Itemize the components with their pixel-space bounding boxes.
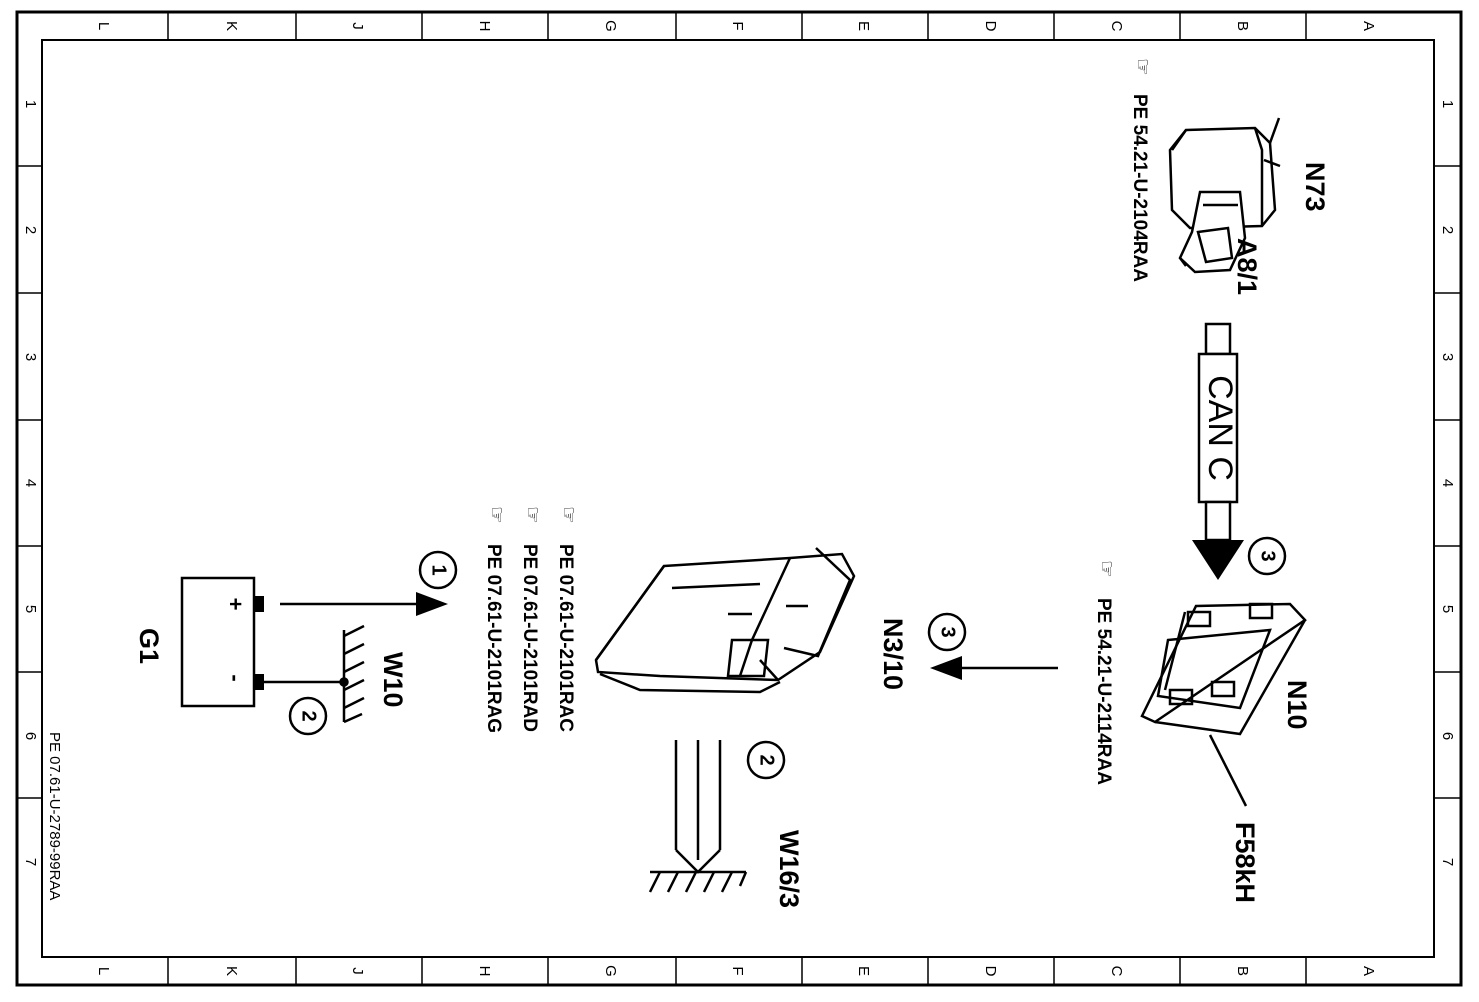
label-g1: G1 [134,628,164,664]
icon-reference: ☞ [1095,560,1117,578]
refs-n3-10: ☞ PE 07.61-U-2101RAC ☞ PE 07.61-U-2101RA… [483,506,579,733]
callout-ground-w16-number: 2 [756,754,778,765]
ground-w16-3 [648,740,748,893]
icon-reference: ☞ [485,506,507,524]
grid-col-bottom: J [349,967,366,975]
grid-col-top: G [602,20,619,32]
callout-can-number: 3 [1257,550,1279,561]
grid-col-bottom: L [95,967,112,975]
grid-rows-right: 1 2 3 4 5 6 7 [1439,100,1456,866]
callout-n10-n3: 3 [927,612,967,652]
can-bus [1192,322,1244,580]
grid-row-right: 6 [1439,732,1456,740]
grid-col-top: A [1360,21,1377,31]
battery-plus-sign: + [223,598,248,611]
signal-arrow-n10-n3 [930,656,1058,680]
callout-battery-supply-number: 1 [428,564,450,575]
ref-n3-10-1: PE 07.61-U-2101RAC [555,544,576,732]
control-unit-n3-10 [594,547,856,694]
document-reference: PE 07.61-U-2789-99RAA [46,732,63,900]
grid-col-top: K [223,21,240,31]
icon-reference: ☞ [557,506,579,524]
grid-col-bottom: G [602,965,619,977]
grid-row-right: 7 [1439,858,1456,866]
grid-rows-left: 1 2 3 4 5 6 7 [22,100,39,866]
battery-g1 [180,576,264,708]
grid-row-left: 5 [22,605,39,613]
supply-arrow [280,592,448,616]
grid-row-left: 7 [22,858,39,866]
grid-row-right: 5 [1439,605,1456,613]
label-w16-3: W16/3 [774,830,804,908]
label-a8-1: A8/1 [1232,238,1262,295]
grid-row-left: 1 [22,100,39,108]
battery-minus-sign: - [223,674,248,681]
grid-col-bottom: A [1360,966,1377,976]
can-bus-label: CAN C [1201,375,1239,481]
module-n10 [1140,602,1307,807]
callout-n10-n3-number: 3 [937,626,959,637]
grid-row-right: 1 [1439,100,1456,108]
grid-columns-bottom: L K J H G F E D C B A [95,965,1377,977]
grid-col-top: H [476,21,493,32]
label-n3-10: N3/10 [878,618,908,690]
grid-col-top: J [349,22,366,30]
callout-battery-supply: 1 [418,550,458,590]
grid-row-right: 4 [1439,479,1456,487]
ground-w10 [264,624,365,724]
callout-can: 3 [1247,536,1287,576]
sheet-frame [15,10,1463,987]
ref-n10: PE 54.21-U-2114RAA [1093,598,1114,785]
icon-reference: ☞ [1131,58,1153,76]
grid-col-bottom: H [476,966,493,977]
grid-row-left: 2 [22,226,39,234]
callout-battery-ground: 2 [288,696,328,736]
grid-row-left: 4 [22,479,39,487]
grid-col-top: C [1108,21,1125,32]
grid-col-bottom: E [855,966,872,976]
ref-n3-10-3: PE 07.61-U-2101RAG [483,544,504,733]
grid-col-bottom: F [729,966,746,975]
grid-row-right: 2 [1439,226,1456,234]
label-n73: N73 [1300,162,1330,212]
grid-col-bottom: C [1108,966,1125,977]
grid-col-top: E [855,21,872,31]
switch-a8-1 [1168,117,1281,274]
grid-col-top: F [729,21,746,30]
ref-n3-10-2: PE 07.61-U-2101RAD [519,544,540,732]
grid-col-top: D [982,21,999,32]
grid-row-left: 3 [22,353,39,361]
icon-reference: ☞ [521,506,543,524]
grid-col-bottom: B [1234,966,1251,976]
label-w10: W10 [378,652,408,708]
grid-row-right: 3 [1439,353,1456,361]
callout-battery-ground-number: 2 [298,710,320,721]
label-f58kh: F58kH [1230,822,1260,903]
grid-col-bottom: D [982,966,999,977]
can-arrow-head [1192,540,1244,580]
callout-ground-w16: 2 [746,740,786,780]
grid-row-left: 6 [22,732,39,740]
label-n10: N10 [1282,680,1312,730]
grid-col-bottom: K [223,966,240,976]
grid-ticks [17,12,1461,985]
grid-col-top: L [95,22,112,30]
ref-a8-1: PE 54.21-U-2104RAA [1129,94,1150,282]
grid-columns-top: L K J H G F E D C B A [95,20,1377,32]
grid-col-top: B [1234,21,1251,31]
